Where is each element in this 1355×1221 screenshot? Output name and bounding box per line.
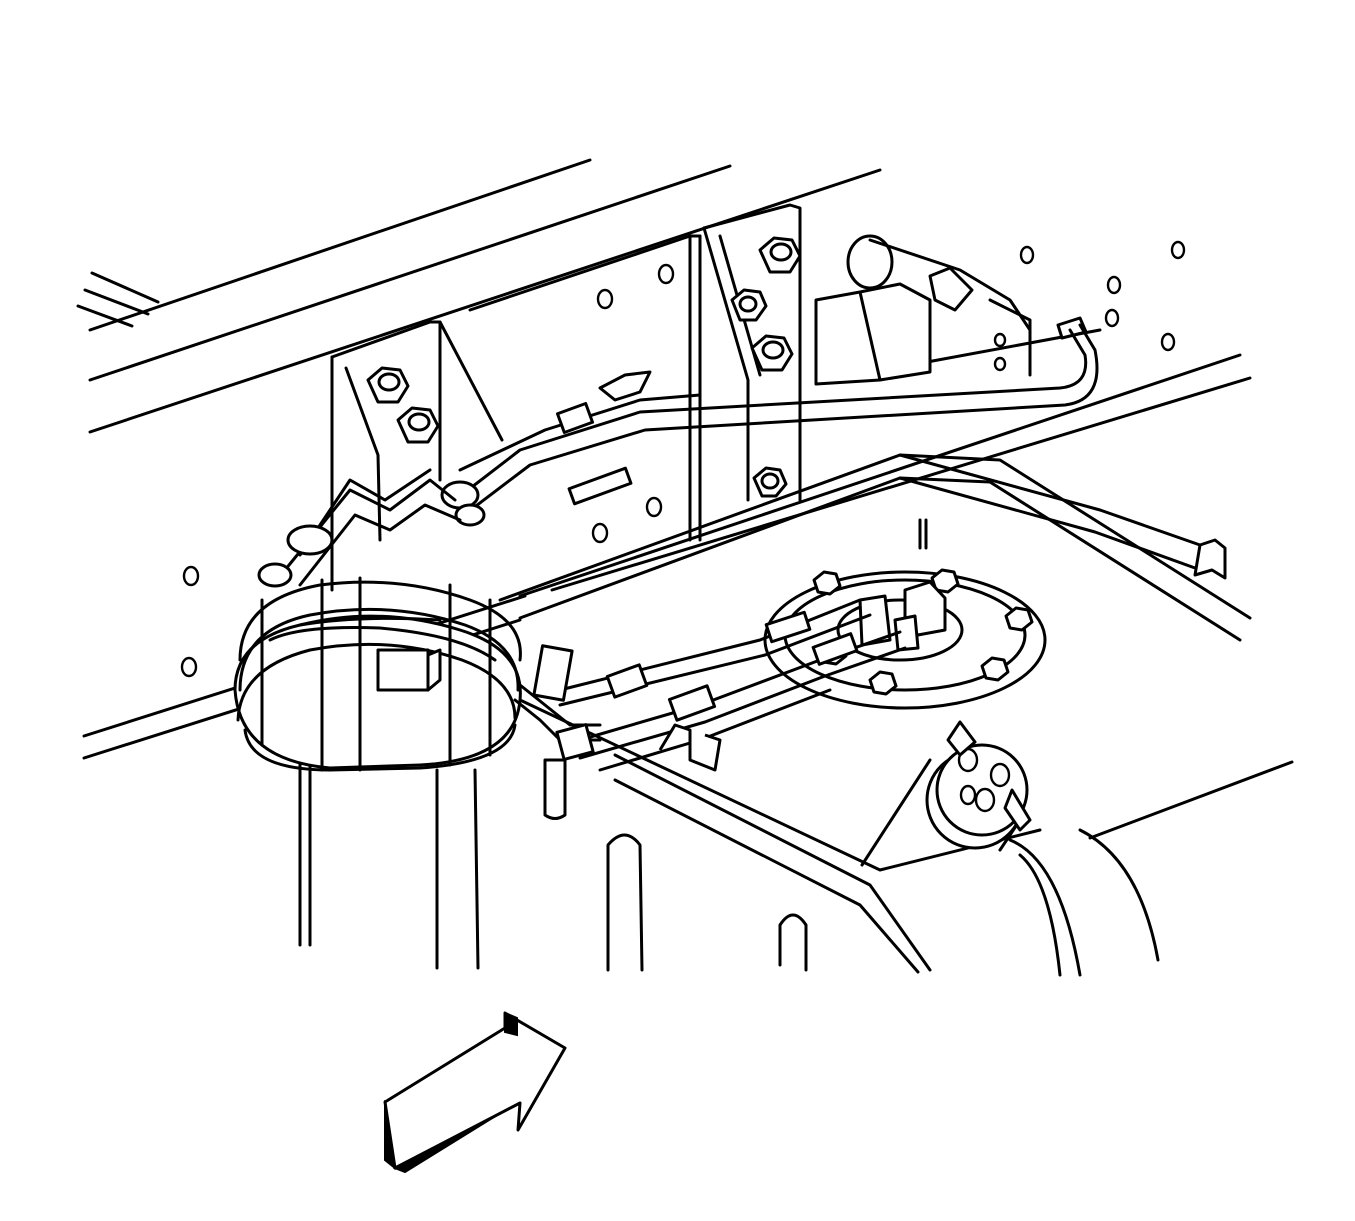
line-retaining-clip xyxy=(658,723,722,772)
bolt xyxy=(730,288,768,322)
direction-arrow-icon xyxy=(383,1011,567,1174)
evap-vent-hose-coil xyxy=(233,576,602,772)
canister-bracket xyxy=(814,234,1088,386)
mounting-bolts xyxy=(366,236,802,498)
bolt xyxy=(758,236,802,274)
evap-hose-routing xyxy=(257,323,1099,588)
fuel-filler-neck-cap xyxy=(860,720,1032,867)
sender-nut xyxy=(980,656,1010,682)
fuel-lines xyxy=(558,598,907,772)
sender-nut xyxy=(1004,606,1034,632)
sender-nut xyxy=(812,570,842,596)
bolt xyxy=(750,334,794,372)
sender-nut xyxy=(868,670,898,696)
bolt xyxy=(396,406,440,444)
bolt xyxy=(752,466,788,498)
frame-rail xyxy=(76,158,882,434)
bolt xyxy=(366,366,410,404)
